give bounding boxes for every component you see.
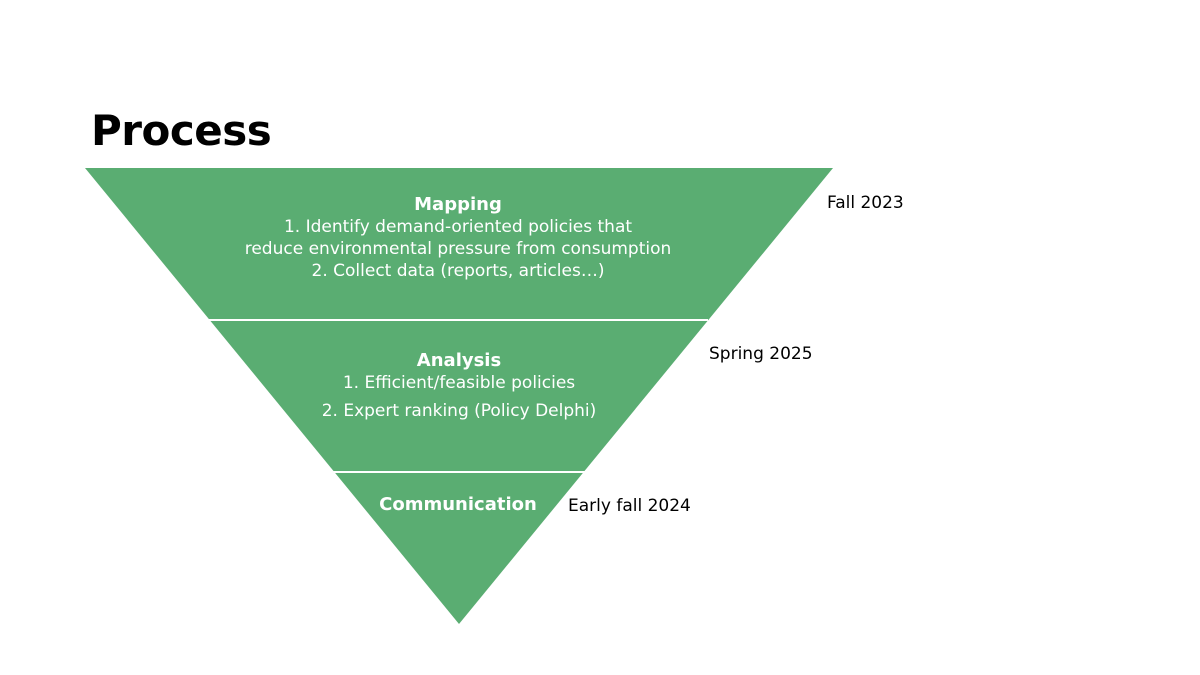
stage-analysis: Analysis 1. Efficient/feasible policies … <box>300 350 618 422</box>
stage-mapping: Mapping 1. Identify demand-oriented poli… <box>210 194 706 282</box>
stage-communication: Communication <box>360 494 556 516</box>
stage-mapping-line-3: 2. Collect data (reports, articles…) <box>311 261 605 281</box>
slide-title: Process <box>91 106 272 155</box>
stage-analysis-line-2: 2. Expert ranking (Policy Delphi) <box>321 401 597 421</box>
stage-mapping-line-2: reduce environmental pressure from consu… <box>244 239 672 259</box>
stage-analysis-date: Spring 2025 <box>709 344 813 364</box>
stage-communication-date: Early fall 2024 <box>568 496 691 516</box>
stage-mapping-date: Fall 2023 <box>827 193 904 213</box>
stage-analysis-heading: Analysis <box>416 350 502 371</box>
funnel-triangle <box>85 168 833 624</box>
stage-mapping-line-1: 1. Identify demand-oriented policies tha… <box>283 217 633 237</box>
stage-mapping-heading: Mapping <box>414 194 502 215</box>
stage-analysis-line-1: 1. Efficient/feasible policies <box>342 373 576 393</box>
stage-communication-heading: Communication <box>379 494 537 515</box>
